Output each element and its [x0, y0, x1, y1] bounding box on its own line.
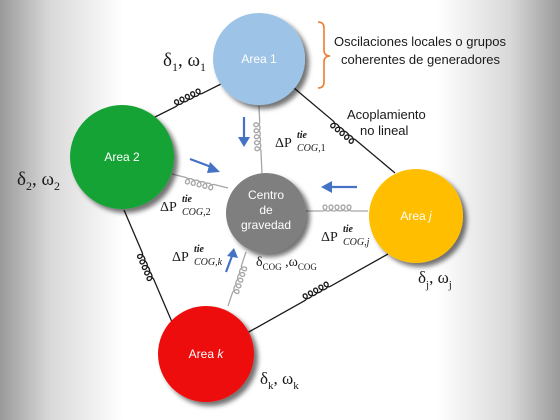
flow-arrows — [189, 117, 357, 273]
node-areak: Area k — [158, 306, 254, 402]
area1-circle — [213, 13, 305, 105]
arrow-area1-to-center — [238, 117, 250, 147]
svg-text:ΔP: ΔP — [321, 230, 338, 245]
node-area2: Area 2 — [70, 105, 174, 209]
center-label-line1: Centro — [248, 188, 284, 202]
link-area1-center — [253, 105, 263, 175]
areak-state-label: δk, ωk — [260, 369, 299, 392]
link-area1-areaj — [293, 87, 396, 174]
tie-label-area1: ΔP tie COG,1 — [275, 130, 326, 154]
link-areaj-center — [306, 204, 368, 212]
svg-text:COG,2: COG,2 — [182, 207, 211, 218]
area2-circle — [70, 105, 174, 209]
svg-text:ΔP: ΔP — [172, 250, 189, 265]
node-center-of-gravity: Centro de gravedad — [226, 173, 306, 253]
tie-label-areaj: ΔP tie COG,j — [321, 224, 370, 248]
area2-label: Area 2 — [104, 150, 140, 164]
areak-circle — [158, 306, 254, 402]
node-areaj: Area j — [369, 169, 463, 263]
svg-text:ΔP: ΔP — [160, 200, 177, 215]
svg-text:tie: tie — [194, 244, 205, 255]
svg-text:COG,j: COG,j — [343, 237, 370, 248]
arrow-area2-to-center — [189, 157, 220, 173]
links-layer — [123, 81, 396, 334]
areaj-label: Area j — [400, 209, 432, 223]
svg-text:tie: tie — [343, 224, 354, 235]
center-state-label: δCOG ,ωCOG — [256, 255, 317, 272]
svg-text:COG,1: COG,1 — [297, 143, 326, 154]
center-circle — [226, 173, 306, 253]
link-area2-areak — [123, 209, 173, 323]
center-label-line2: de — [259, 203, 273, 217]
oscillations-annotation-line2: coherentes de generadores — [341, 52, 501, 67]
link-areak-center — [227, 251, 248, 307]
areak-label-italic: k — [217, 347, 224, 361]
link-area2-center — [171, 173, 229, 191]
areaj-circle — [369, 169, 463, 263]
coupling-annotation-line2: no lineal — [360, 123, 409, 138]
tie-label-areak: ΔP tie COG,k — [172, 244, 223, 268]
areaj-state-label: δj, ωj — [418, 268, 452, 291]
link-area1-area2 — [152, 81, 226, 119]
area2-state-label: δ2, ω2 — [17, 169, 60, 193]
areak-label: Area k — [189, 347, 225, 361]
areak-label-prefix: Area — [189, 347, 218, 361]
svg-text:tie: tie — [297, 130, 308, 141]
oscillations-bracket — [317, 21, 331, 89]
arrow-areaj-to-center — [321, 181, 357, 193]
svg-text:ΔP: ΔP — [275, 136, 292, 151]
areaj-label-italic: j — [427, 209, 432, 223]
arrow-areak-to-center — [224, 248, 238, 273]
area1-label: Area 1 — [241, 52, 277, 66]
areaj-label-prefix: Area — [400, 209, 429, 223]
coupling-annotation-line1: Acoplamiento — [347, 107, 426, 122]
svg-text:tie: tie — [182, 194, 193, 205]
oscillations-annotation-line1: Oscilaciones locales o grupos — [334, 34, 506, 49]
link-areaj-areak — [246, 253, 389, 334]
tie-label-area2: ΔP tie COG,2 — [160, 194, 211, 218]
area1-state-label: δ1, ω1 — [163, 50, 206, 74]
svg-text:COG,k: COG,k — [194, 257, 223, 268]
node-area1: Area 1 — [213, 13, 305, 105]
center-label-line3: gravedad — [241, 218, 291, 232]
